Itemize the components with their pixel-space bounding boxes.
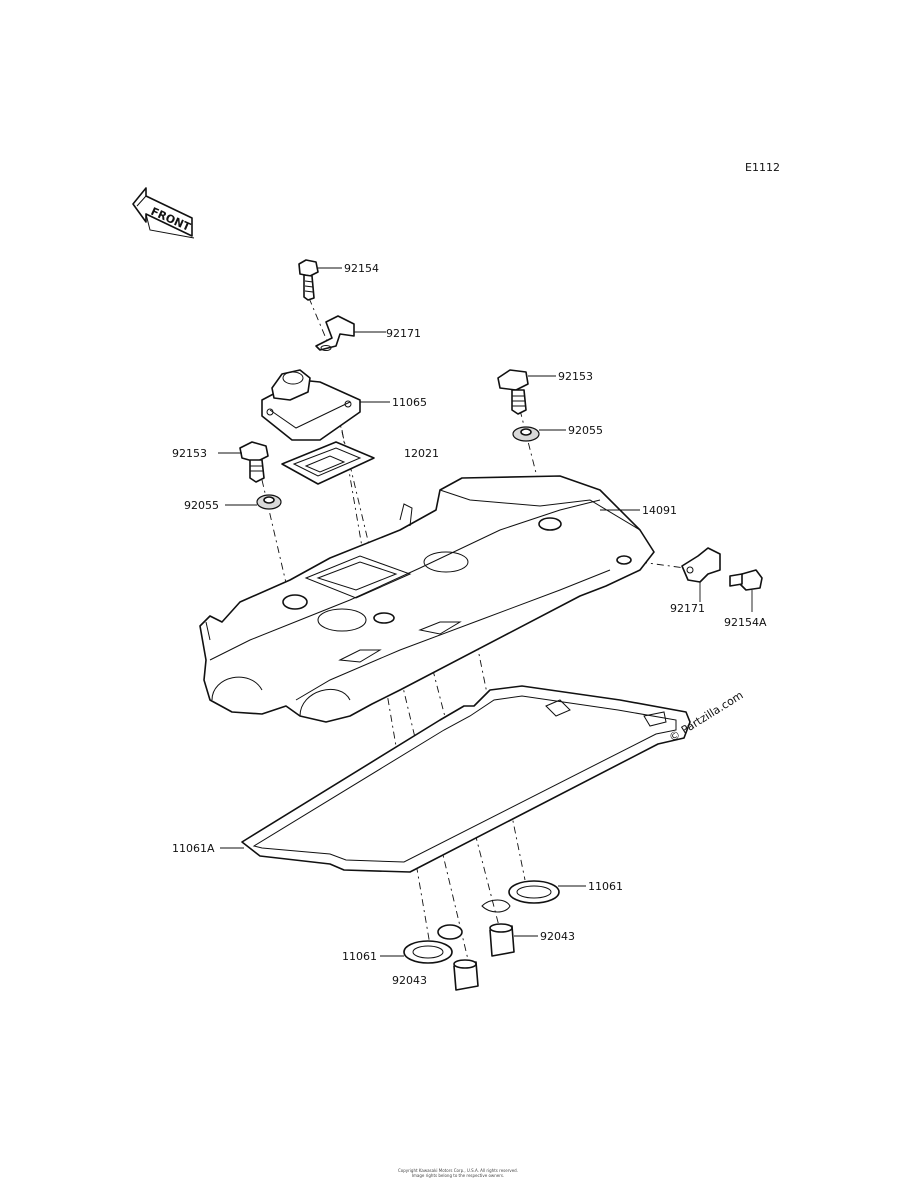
label-washer-left: 92055: [184, 499, 219, 512]
label-gasket-main: 11061A: [172, 842, 215, 855]
label-gasket-plug-right: 11061: [588, 880, 623, 893]
footer-line-2: Image rights belong to the respective ow…: [412, 1173, 504, 1178]
label-clamp-right: 92171: [670, 602, 705, 615]
gasket-plug-right: [481, 880, 560, 913]
bolt-right-small: [729, 569, 763, 591]
label-head-cover: 14091: [642, 504, 677, 517]
label-bolt-right-small: 92154A: [724, 616, 767, 629]
dowel-right: [489, 923, 515, 957]
front-arrow-icon: FRONT: [132, 187, 195, 239]
label-breather-cover: 11065: [392, 396, 427, 409]
footer-line-1: Copyright Kawasaki Motors Corp., U.S.A. …: [398, 1168, 518, 1173]
label-washer-right: 92055: [568, 424, 603, 437]
label-gasket-plug-left: 11061: [342, 950, 377, 963]
breather-plate: [281, 441, 375, 485]
washer-right: [512, 426, 540, 442]
leader-lines: [218, 267, 753, 957]
bolt-left: [239, 441, 269, 483]
label-clamp-top: 92171: [386, 327, 421, 340]
label-bolt-left: 92153: [172, 447, 207, 460]
clamp-top: [315, 315, 355, 351]
label-bolt-right: 92153: [558, 370, 593, 383]
clamp-right: [681, 547, 721, 583]
label-bolt-top: 92154: [344, 262, 379, 275]
label-dowel-right: 92043: [540, 930, 575, 943]
breather-cover: [261, 369, 361, 441]
label-breather-plate: 12021: [404, 447, 439, 460]
dowel-left: [453, 959, 479, 991]
callout-labels: 92154 92171 11065 92153 92055 92153 1202…: [172, 262, 767, 987]
gasket-main: [241, 685, 691, 873]
bolt-right: [497, 369, 529, 415]
washer-left: [256, 494, 282, 510]
bolt-top: [298, 259, 319, 301]
label-dowel-left: 92043: [392, 974, 427, 987]
gasket-plug-left: [403, 924, 463, 964]
head-cover: [199, 475, 655, 723]
diagram-code: E1112: [745, 161, 780, 174]
